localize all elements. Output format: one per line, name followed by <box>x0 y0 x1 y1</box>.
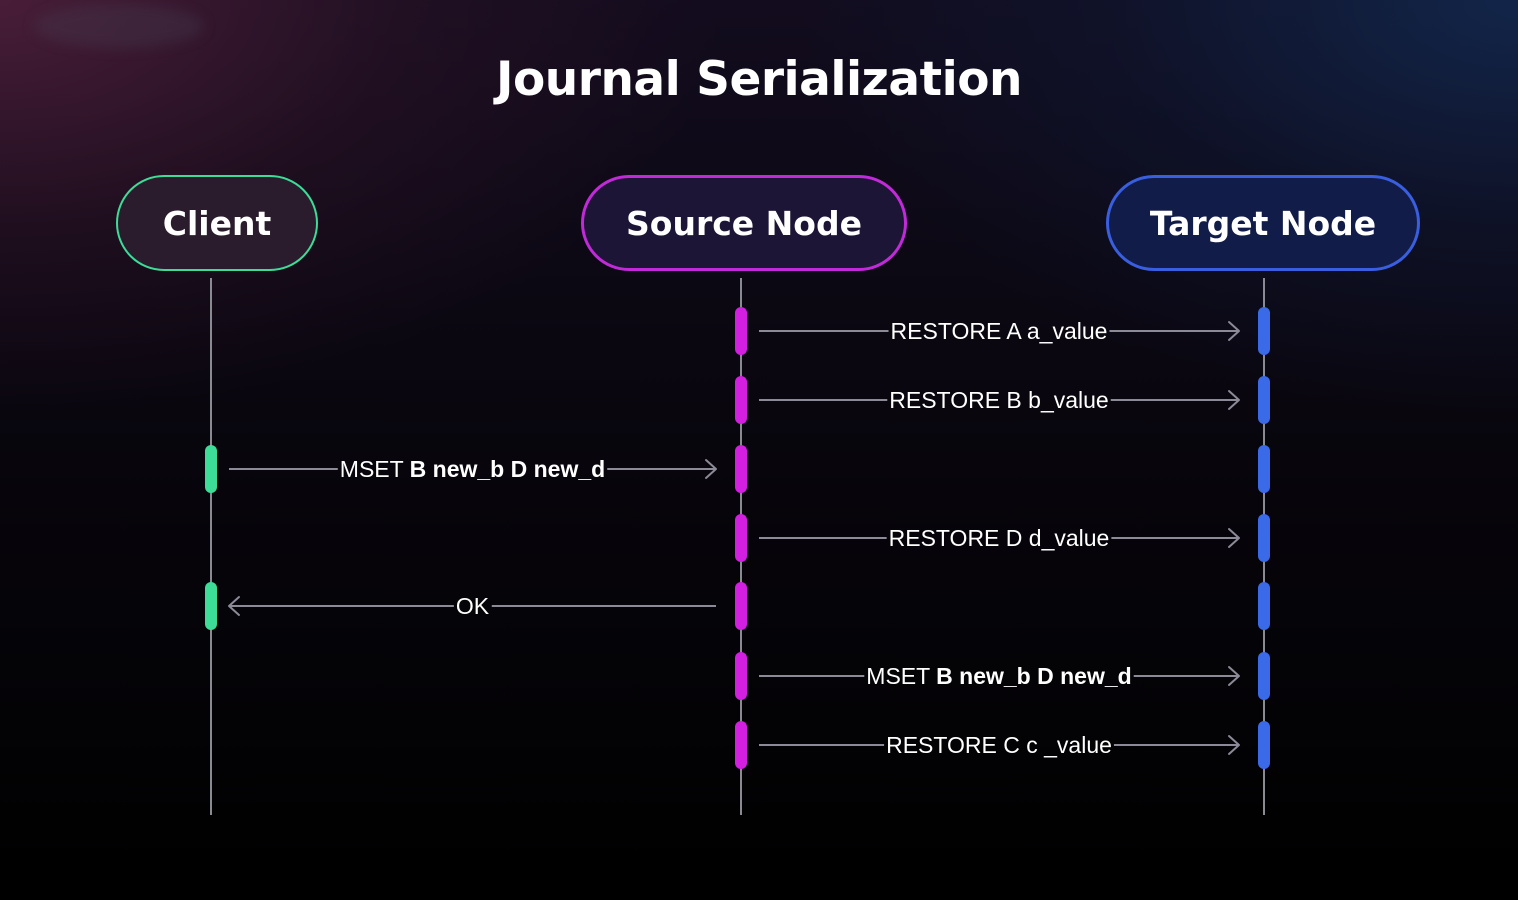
arrowhead-icon <box>1228 390 1240 410</box>
diagram-title: Journal Serialization <box>496 52 1022 107</box>
actor-client: Client <box>116 175 318 271</box>
activation-bar-source <box>735 445 747 493</box>
arrowhead-icon <box>1228 735 1240 755</box>
actor-target-node: Target Node <box>1106 175 1420 271</box>
message-label: RESTORE B b_value <box>889 387 1108 413</box>
message-label-part: RESTORE A a_value <box>891 318 1108 344</box>
activation-bar-target <box>1258 582 1270 630</box>
activation-bar-target <box>1258 514 1270 562</box>
message-label-part: MSET <box>340 456 410 482</box>
message-label: MSET B new_b D new_d <box>340 456 605 482</box>
activation-bar-target <box>1258 445 1270 493</box>
activation-bar-target <box>1258 307 1270 355</box>
logo-placeholder <box>34 4 204 48</box>
arrowhead-icon <box>1228 666 1240 686</box>
activation-bar-source <box>735 721 747 769</box>
activation-bar-source <box>735 582 747 630</box>
activation-bar-source <box>735 307 747 355</box>
message-label-part: B new_b D new_d <box>936 663 1132 689</box>
message-label: RESTORE A a_value <box>891 318 1108 344</box>
activation-bar-source <box>735 376 747 424</box>
activation-bar-target <box>1258 376 1270 424</box>
message-label-part: RESTORE C c _value <box>886 732 1112 758</box>
activation-bar-client <box>205 582 217 630</box>
message-label-part: OK <box>456 593 490 619</box>
actor-source-node: Source Node <box>581 175 907 271</box>
arrowhead-icon <box>1228 528 1240 548</box>
arrowhead-icon <box>228 596 240 616</box>
message-label: RESTORE D d_value <box>889 525 1110 551</box>
activation-bar-target <box>1258 652 1270 700</box>
message-label-part: MSET <box>866 663 936 689</box>
arrowhead-icon <box>705 459 717 479</box>
activation-bar-source <box>735 514 747 562</box>
activation-bar-source <box>735 652 747 700</box>
message-label: MSET B new_b D new_d <box>866 663 1131 689</box>
message-label: RESTORE C c _value <box>886 732 1112 758</box>
message-label: OK <box>456 593 490 619</box>
activation-bar-target <box>1258 721 1270 769</box>
message-label-part: RESTORE B b_value <box>889 387 1108 413</box>
message-label-part: RESTORE D d_value <box>889 525 1110 551</box>
activation-bar-client <box>205 445 217 493</box>
message-label-part: B new_b D new_d <box>410 456 606 482</box>
arrowhead-icon <box>1228 321 1240 341</box>
